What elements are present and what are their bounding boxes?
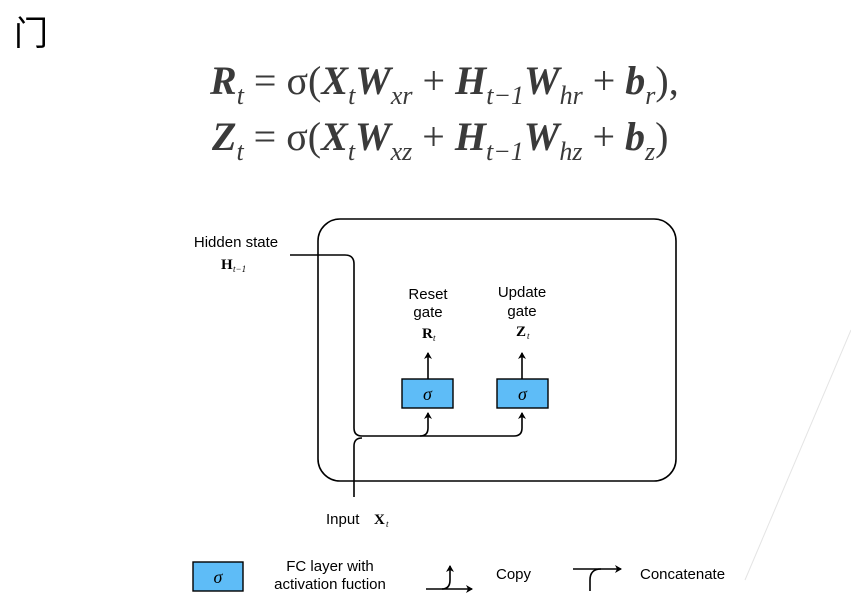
hidden-state-wire	[290, 254, 432, 437]
update-gate-equation: Zt = σ(XtWxz + Ht−1Whz + bz)	[212, 114, 669, 166]
legend-concatenate: Concatenate	[573, 565, 725, 591]
update-gate-fc-unit: σ	[496, 378, 549, 409]
legend-fc-line2: activation fuction	[274, 576, 386, 593]
legend: σ FC layer with activation fuction Copy …	[192, 558, 725, 593]
input-subscript: t	[386, 519, 389, 529]
reset-gate-fc-unit: σ	[401, 378, 454, 409]
hidden-state-label: Hidden state	[194, 234, 278, 251]
section-title: 门	[14, 14, 48, 54]
concat-to-update-wire	[420, 412, 526, 437]
legend-concatenate-label: Concatenate	[640, 566, 725, 583]
gru-cell-box	[317, 218, 677, 482]
legend-fc-line1: FC layer with	[286, 558, 374, 575]
reset-gate-subscript: t	[433, 333, 436, 343]
svg-text:σ: σ	[214, 567, 224, 587]
input-wire	[353, 437, 363, 497]
reset-gate-label-line2: gate	[413, 304, 442, 321]
legend-copy-label: Copy	[496, 566, 532, 583]
update-gate-label-line1: Update	[498, 284, 546, 301]
reset-gate-symbol: R	[422, 326, 433, 342]
legend-fc-layer: σ FC layer with activation fuction	[192, 558, 386, 593]
update-gate-label-line2: gate	[507, 303, 536, 320]
svg-text:σ: σ	[518, 384, 528, 404]
input-symbol: X	[374, 512, 385, 528]
concatenate-icon-join	[589, 568, 602, 591]
reset-gate-equation: Rt = σ(XtWxr + Ht−1Whr + br),	[210, 58, 679, 110]
legend-fc-swatch	[192, 561, 244, 592]
svg-text:σ: σ	[423, 384, 433, 404]
reset-gate-label-line1: Reset	[408, 286, 448, 303]
hidden-state-subscript: t−1	[233, 264, 246, 274]
copy-icon-vertical-arrow	[441, 565, 454, 590]
input-label: Input	[326, 511, 360, 528]
decorative-diagonal-line	[744, 329, 851, 581]
legend-copy: Copy	[426, 565, 532, 593]
update-gate-symbol: Z	[516, 324, 526, 340]
update-gate-subscript: t	[527, 331, 530, 341]
hidden-state-symbol: H	[221, 257, 233, 273]
